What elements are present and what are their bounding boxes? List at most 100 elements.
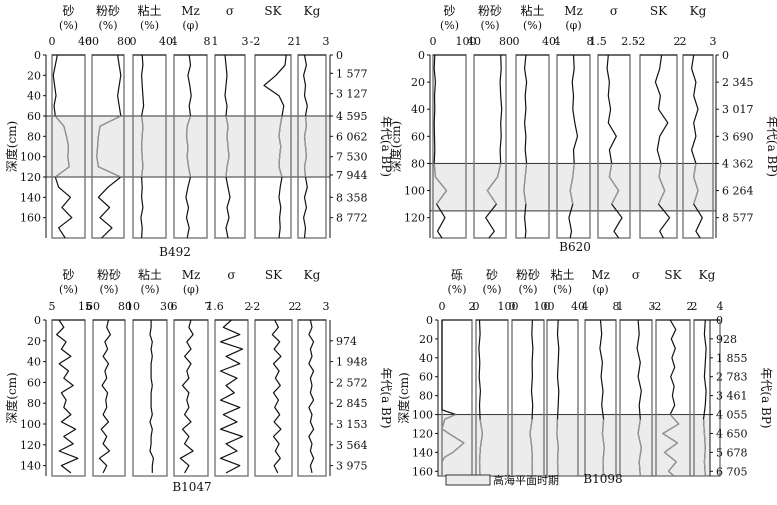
trace-6	[690, 54, 703, 239]
trace-in-band-3	[569, 163, 575, 205]
trace-in-band-6	[693, 163, 699, 205]
track-label: Kg	[304, 4, 321, 18]
track-tick-max: 4	[717, 300, 724, 313]
depth-tick-label: 80	[27, 130, 41, 143]
trace-in-band-0	[433, 163, 448, 205]
age-tick-label: 2 572	[336, 376, 368, 389]
track-tick-min: 1.6	[206, 300, 224, 313]
trace-in-band-0	[54, 115, 70, 178]
track-tick-max: 2.5	[621, 35, 639, 48]
depth-tick-label: 40	[27, 356, 41, 369]
track-tick-min: 0	[130, 35, 137, 48]
trace-in-band-4	[225, 115, 230, 178]
track-unit: (%)	[482, 283, 501, 296]
track-tick-min: 6	[171, 300, 178, 313]
depth-tick-label: 100	[20, 151, 41, 164]
age-tick-label: 2 845	[336, 397, 368, 410]
track-background	[255, 320, 292, 476]
depth-tick-label: 80	[27, 397, 41, 410]
age-axis-label: 年代(a BP)	[759, 367, 773, 428]
track-tick-min: 0	[509, 300, 516, 313]
track-tick-max: 3	[242, 35, 249, 48]
age-tick-label: 3 127	[336, 88, 368, 101]
track-unit: (φ)	[565, 19, 581, 32]
depth-tick-label: 120	[412, 427, 433, 440]
track-tick-min: 1.5	[589, 35, 607, 48]
track-label: Kg	[690, 4, 707, 18]
track-tick-max: 80	[117, 35, 131, 48]
track-background	[93, 320, 125, 476]
trace-4	[219, 319, 244, 474]
trace-in-band-1	[486, 163, 502, 205]
trace-5	[654, 54, 671, 239]
track-tick-min: 2	[680, 35, 687, 48]
trace-in-band-2	[529, 419, 534, 477]
trace-in-band-5	[278, 115, 283, 178]
track-tick-max: 100	[456, 35, 477, 48]
core-title: B620	[559, 240, 591, 254]
track-tick-max: 2	[288, 35, 295, 48]
track-label: Kg	[304, 268, 321, 282]
trace-0	[56, 319, 79, 474]
track-unit: (%)	[140, 283, 159, 296]
age-tick-label: 0	[722, 49, 729, 62]
track-tick-min: 2	[295, 300, 302, 313]
depth-tick-label: 100	[404, 185, 425, 198]
track-unit: (%)	[140, 19, 159, 32]
trace-in-band-0	[441, 413, 465, 476]
track-label: 粘土	[138, 267, 162, 282]
age-tick-label: 1 577	[336, 67, 368, 80]
trace-in-band-2	[523, 163, 528, 205]
track-tick-min: 1	[617, 300, 624, 313]
age-tick-label: 6 705	[716, 465, 748, 478]
depth-tick-label: 20	[27, 69, 41, 82]
depth-axis-label: 深度(cm)	[4, 121, 19, 172]
track-unit: (%)	[59, 19, 78, 32]
track-unit: (%)	[59, 283, 78, 296]
age-tick-label: 4 650	[716, 427, 748, 440]
track-tick-min: -2	[250, 35, 261, 48]
age-tick-label: 4 595	[336, 110, 368, 123]
track-unit: (φ)	[182, 19, 198, 32]
track-label: 砂	[486, 268, 498, 282]
track-label: SK	[265, 268, 283, 282]
track-background	[215, 320, 248, 476]
depth-tick-label: 20	[419, 333, 433, 346]
track-label: 粘土	[137, 3, 161, 18]
track-tick-max: 8	[613, 300, 620, 313]
depth-axis-label: 深度(cm)	[396, 372, 411, 423]
trace-in-band-6	[303, 115, 307, 178]
depth-tick-label: 120	[20, 439, 41, 452]
depth-tick-label: 100	[20, 418, 41, 431]
trace-in-band-4	[601, 419, 605, 477]
track-label: Mz	[591, 268, 610, 282]
legend-label: 高海平面时期	[493, 473, 559, 487]
track-tick-max: 3	[710, 35, 717, 48]
depth-axis-label: 深度(cm)	[388, 121, 403, 172]
track-tick-min: 2	[691, 300, 698, 313]
track-tick-min: 10	[126, 300, 140, 313]
core-title: B492	[159, 245, 191, 259]
track-label: σ	[610, 4, 618, 18]
track-unit: (%)	[99, 283, 118, 296]
depth-tick-label: 40	[27, 90, 41, 103]
age-tick-label: 7 530	[336, 151, 368, 164]
age-tick-label: 7 944	[336, 169, 368, 182]
track-unit: (%)	[480, 19, 499, 32]
core-title: B1047	[172, 480, 211, 494]
track-tick-max: 40	[571, 300, 585, 313]
age-tick-label: 6 264	[722, 185, 754, 198]
depth-tick-label: 140	[412, 446, 433, 459]
track-tick-min: 60	[86, 300, 100, 313]
depth-tick-label: 100	[412, 409, 433, 422]
age-tick-label: 4 055	[716, 409, 748, 422]
track-label: 粉砂	[97, 268, 121, 282]
trace-1	[485, 54, 503, 239]
track-tick-max: 2	[674, 35, 681, 48]
age-tick-label: 3 017	[722, 103, 754, 116]
core-title: B1098	[583, 472, 622, 486]
age-tick-label: 8 772	[336, 212, 368, 225]
